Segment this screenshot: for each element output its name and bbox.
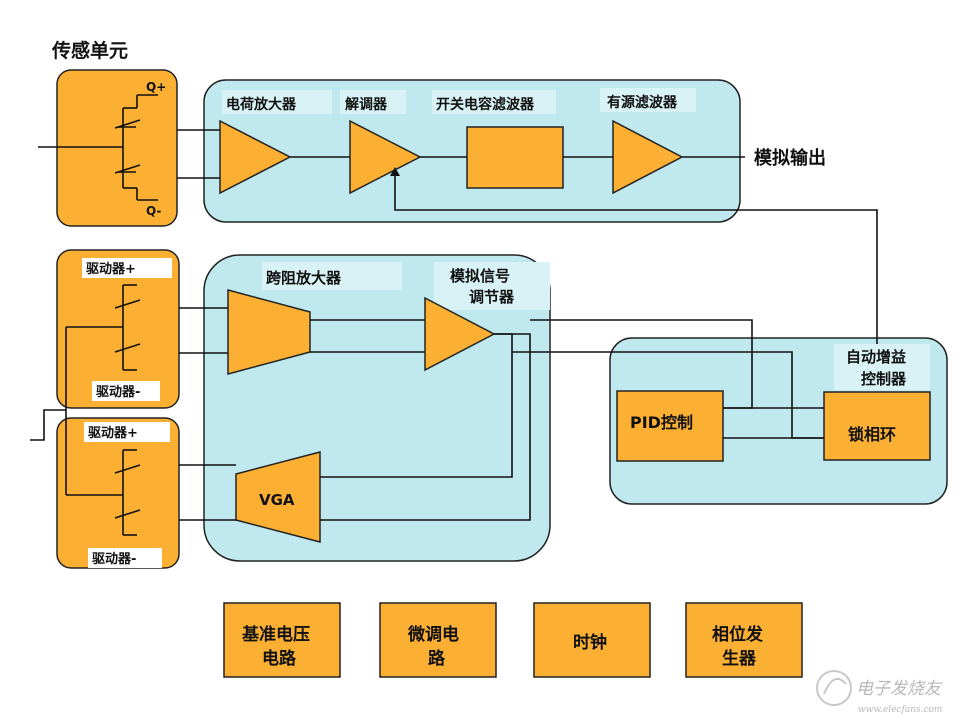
vga [235,451,321,543]
phase-generator-line2: 生器 [722,648,757,669]
reference-voltage-line1: 基准电压 [241,624,310,645]
phase-generator-line1: 相位发 [712,624,764,645]
charge-amp-label: 电荷放大器 [226,96,297,113]
pid-control [616,390,724,462]
agc-title-2: 控制器 [861,370,907,388]
demod-ref-arrow [390,167,400,176]
conditioner-label-1: 模拟信号 [450,267,510,285]
svg-text:www.elecfans.com: www.elecfans.com [858,705,942,715]
svg-text:电子发烧友: 电子发烧友 [856,679,943,699]
driver-2-minus-label: 驱动器- [92,552,136,567]
clock-block [533,602,651,678]
pll-label: 锁相环 [848,425,896,444]
pll [823,391,931,461]
conditioner-label-2: 调节器 [469,288,515,306]
charge-amp [219,119,292,195]
trim-circuit-line2: 路 [428,648,446,669]
trim-circuit-line1: 微调电 [407,624,459,645]
active-filter-label: 有源滤波器 [607,94,678,111]
sc-filter-label: 开关电容滤波器 [436,96,535,113]
driver-1-plus-label: 驱动器+ [86,262,136,277]
sensor-title: 传感单元 [51,39,128,62]
sensor-block [56,69,178,227]
driver-transistors [30,284,141,536]
sensor-minus-label: Q- [146,204,161,218]
clock-line1: 时钟 [573,632,607,653]
trim-circuit-block [379,602,497,678]
driver-2-plus-label: 驱动器+ [88,426,138,441]
pid-label: PID控制 [630,413,693,432]
driver-1-minus-label: 驱动器- [96,385,140,400]
phase-generator-block [685,602,803,678]
watermark-logo: 电子发烧友 www.elecfans.com [816,670,943,715]
reference-voltage-line2: 电路 [262,648,297,669]
agc-title-1: 自动增益 [846,348,906,366]
analog-output-label: 模拟输出 [754,147,826,169]
sc-filter [466,126,564,189]
analog-signal-conditioner [424,296,496,372]
reference-voltage-block [223,602,341,678]
driver-block-1 [56,249,180,409]
vga-label: VGA [259,491,295,509]
sensor-transistors [38,94,158,201]
tia-label: 跨阻放大器 [266,269,342,287]
demodulator-label: 解调器 [345,96,388,113]
sensor-plus-label: Q+ [146,80,166,94]
